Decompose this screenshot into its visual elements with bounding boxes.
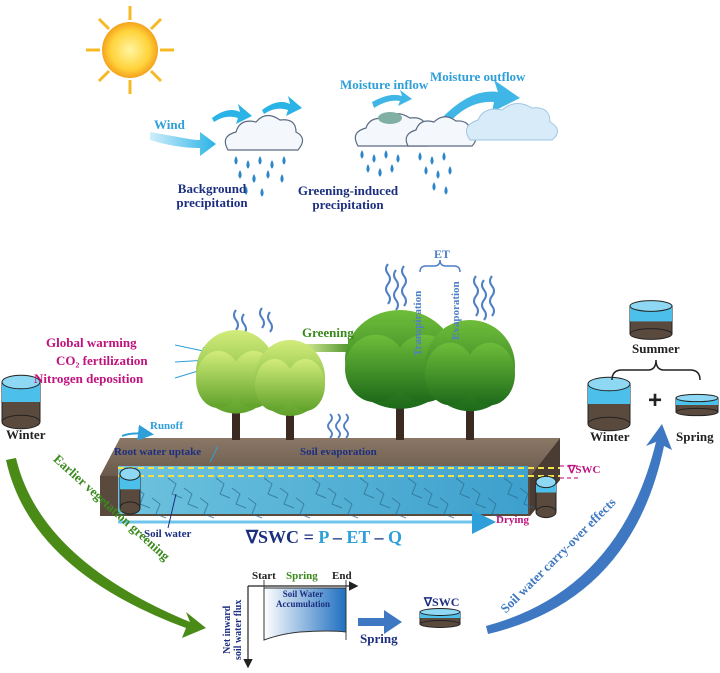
- summer-label: Summer: [632, 341, 680, 356]
- equation-minus2: –: [370, 527, 389, 547]
- moisture-inflow-label: Moisture inflow: [340, 77, 429, 92]
- delta-swc-label: ∇SWC: [568, 464, 601, 476]
- soil-left-tank-icon: [119, 467, 141, 515]
- nitrogen-deposition-label: Nitrogen deposition: [34, 371, 144, 386]
- equation-q: Q: [388, 527, 403, 547]
- carry-over-arrow-icon: [486, 424, 672, 634]
- net-flux-line1: Net inward: [222, 605, 233, 654]
- arrow-icon: [262, 96, 302, 116]
- delta-swc-bottom-label: ∇SWC: [424, 595, 460, 609]
- et-bracket: [419, 259, 461, 273]
- flux-chart: [243, 580, 359, 669]
- tree-icon: [196, 310, 515, 440]
- winter-label: Winter: [6, 427, 46, 442]
- cloud-icon: [378, 112, 402, 124]
- soil-block: [100, 438, 580, 519]
- spring-right-tank-icon: [675, 393, 719, 417]
- summer-tank-icon: [629, 300, 673, 340]
- spring-right-label: Spring: [676, 429, 714, 444]
- flux-end-label: End: [332, 570, 352, 582]
- cloud-icon: [224, 114, 304, 151]
- delta-swc-tank-icon: [419, 608, 461, 628]
- background-precip-line1: Background: [177, 181, 247, 196]
- background-precip-label: Background precipitation: [172, 181, 252, 211]
- soil-water-label: Soil water: [144, 528, 192, 540]
- equation-et: ET: [346, 527, 371, 547]
- arrow-icon: [212, 104, 252, 124]
- wind-arrow-icon: [150, 132, 216, 156]
- summer-bracket: [611, 359, 701, 381]
- runoff-arrow: [121, 424, 154, 441]
- plus-sign: +: [648, 387, 663, 414]
- moisture-outflow-label: Moisture outflow: [430, 69, 526, 84]
- et-label: ET: [434, 247, 451, 261]
- winter-right-tank-icon: [587, 376, 631, 432]
- net-flux-label: Net inward soil water flux: [222, 600, 244, 660]
- winter-tank-icon: [1, 374, 41, 430]
- greening-label: Greening: [302, 325, 354, 340]
- root-water-uptake-label: Root water uptake: [114, 446, 202, 458]
- runoff-label: Runoff: [150, 420, 184, 432]
- moisture-outflow-arrow-icon: [440, 80, 520, 126]
- cloud-icon: [354, 113, 477, 147]
- soil-right-tank-icon: [535, 475, 557, 519]
- greening-arrow-icon: [302, 338, 362, 358]
- flux-start-label: Start: [252, 570, 276, 582]
- equation-p: P: [318, 527, 329, 547]
- evaporation-label: Evaporation: [450, 281, 462, 340]
- spring-arrow-icon: [358, 610, 402, 634]
- moisture-inflow-arrow-icon: [372, 90, 412, 108]
- winter-right-label: Winter: [590, 429, 630, 444]
- equation-lhs: ∇SWC: [246, 527, 300, 547]
- root-water-pointer: [209, 445, 219, 463]
- net-flux-line2: soil water flux: [233, 599, 244, 660]
- cloud-icon: [465, 103, 558, 141]
- soil-accum-line1: Soil Water: [282, 589, 324, 599]
- soil-accum-line2: Accumulation: [276, 598, 330, 609]
- flux-spring-label: Spring: [286, 570, 318, 582]
- sun-icon: [86, 6, 174, 94]
- background-precip-line2: precipitation: [176, 195, 248, 211]
- soil-water-pointer: [167, 493, 177, 529]
- vapor-wave-icon: [233, 263, 495, 335]
- soil-accum-label: Soil Water Accumulation: [268, 589, 338, 610]
- spring-bottom-label: Spring: [360, 631, 398, 646]
- greening-precip-line2: precipitation: [312, 197, 384, 213]
- rain-icon: [234, 150, 452, 197]
- soil-evaporation-label: Soil evaporation: [300, 446, 377, 458]
- drying-label: Drying: [496, 514, 529, 526]
- co2-fertilization-label: CO₂ fertilization: [56, 353, 148, 368]
- transpiration-label: Transpiration: [412, 290, 424, 356]
- equation-eq: =: [299, 527, 319, 547]
- greening-precip-label: Greening-induced precipitation: [288, 183, 408, 213]
- swc-equation: ∇SWC = P – ET – Q: [246, 527, 403, 548]
- equation-minus1: –: [328, 527, 347, 547]
- global-warming-label: Global warming: [46, 335, 137, 350]
- greening-precip-line1: Greening-induced: [297, 183, 399, 198]
- wind-label: Wind: [154, 117, 185, 132]
